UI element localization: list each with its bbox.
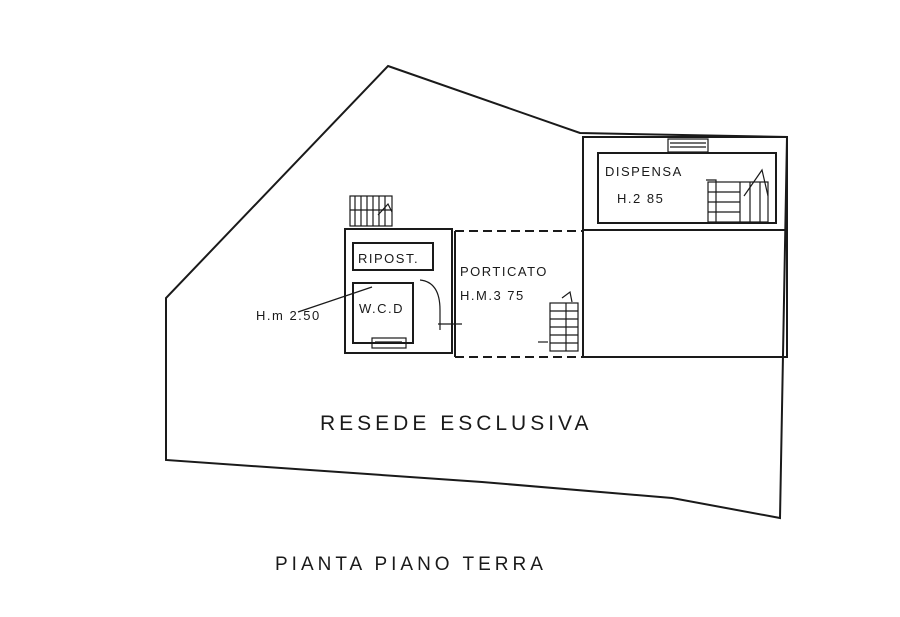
external-staircase [349, 195, 393, 227]
dispensa-staircase [706, 168, 769, 223]
service-block-outer [344, 228, 453, 354]
ripostiglio-label: RIPOST. [358, 251, 419, 266]
wc-bottom-threshold [371, 337, 407, 349]
dispensa-label: DISPENSA [605, 164, 683, 179]
lot-boundary [165, 64, 789, 520]
dispensa-top-opening [667, 138, 709, 153]
porticato-height-label: H.M.3 75 [460, 288, 525, 303]
wc-room [352, 282, 414, 344]
porticato-label: PORTICATO [460, 264, 548, 279]
dispensa-height-label: H.2 85 [617, 191, 664, 206]
plan-title: PIANTA PIANO TERRA [275, 554, 547, 575]
wc-height-label: H.m 2.50 [256, 308, 321, 323]
wc-height-leader [297, 286, 373, 313]
dispensa-outer-wall [582, 136, 788, 231]
right-wing-wall [582, 229, 788, 358]
ripostiglio-room [352, 242, 434, 271]
garden-label: RESEDE ESCLUSIVA [320, 412, 593, 435]
wc-door-swing [419, 279, 441, 330]
dispensa-inner-wall [597, 152, 777, 224]
wc-label: W.C.D [359, 301, 404, 316]
porticato-staircase [538, 290, 579, 352]
